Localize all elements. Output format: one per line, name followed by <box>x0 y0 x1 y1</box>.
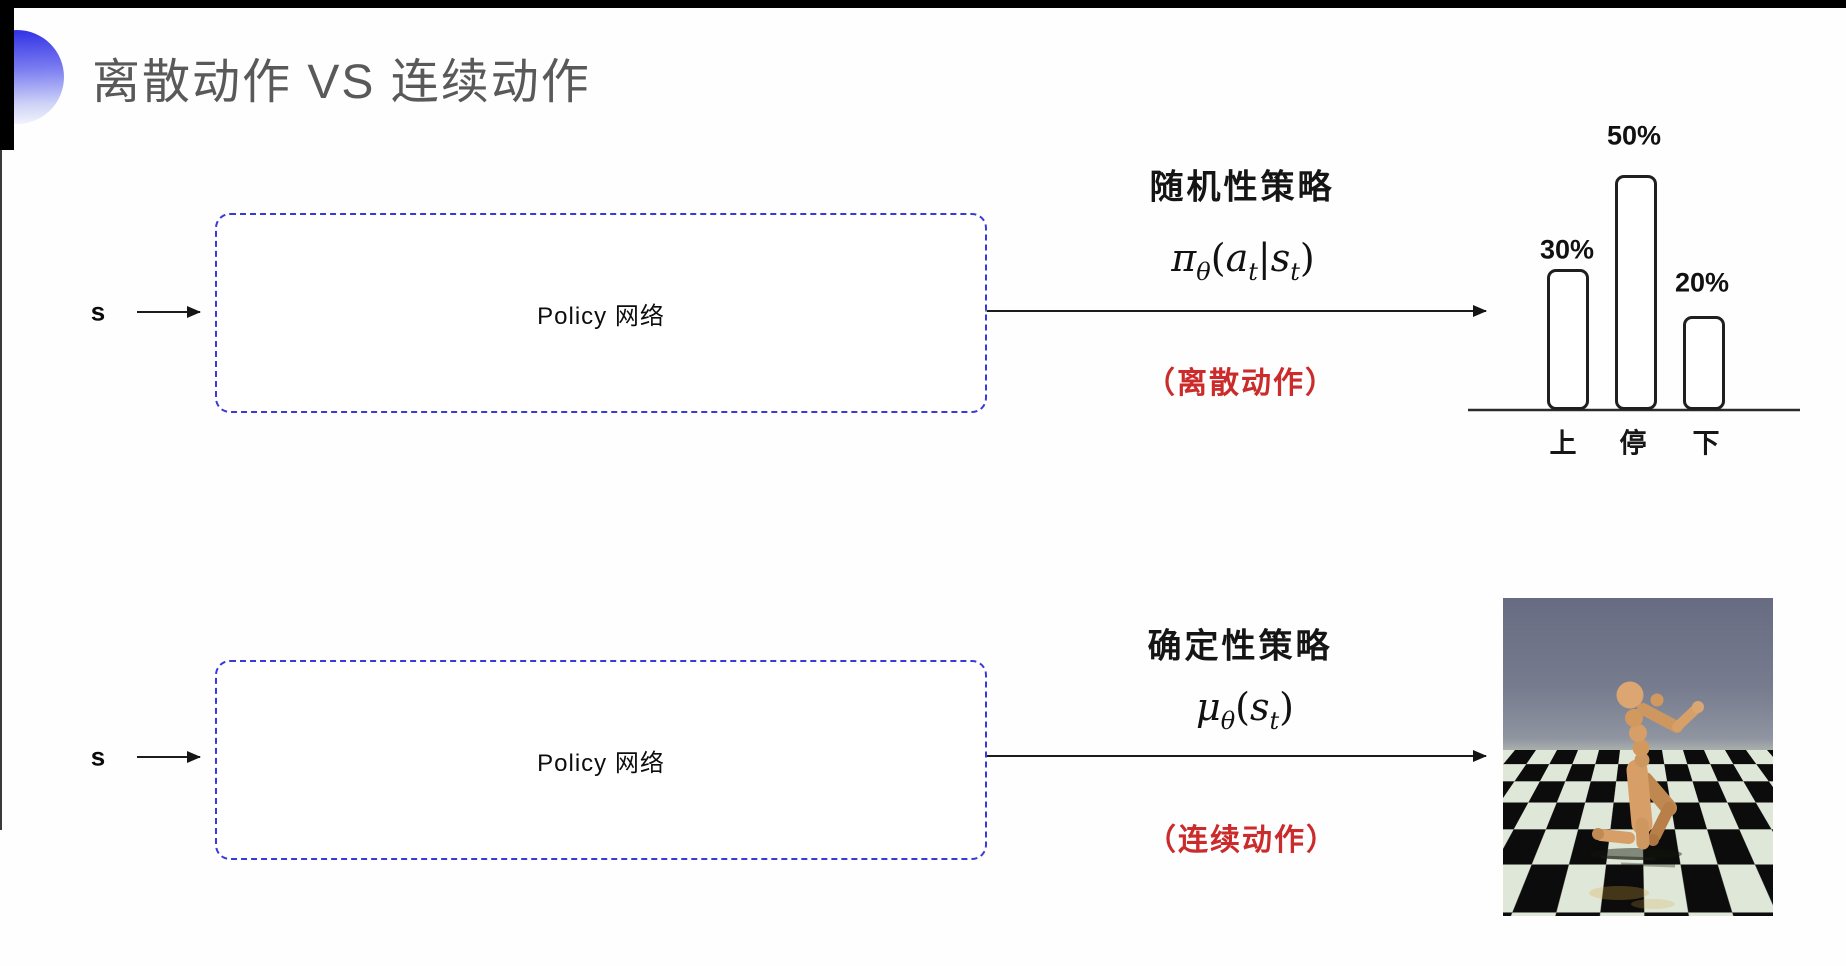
formula-arg2-sub: t <box>1290 258 1300 286</box>
formula-arg2: s <box>1271 236 1291 280</box>
state-input-label-bottom: s <box>91 742 105 773</box>
bar-value-label-up: 30% <box>1540 235 1594 266</box>
formula-arg2-sub: t <box>1270 707 1280 735</box>
bar-down <box>1683 316 1725 410</box>
policy-network-box-bottom: Policy 网络 <box>215 660 987 860</box>
formula-open-paren: ( <box>1235 685 1250 729</box>
formula-symbol: π <box>1171 236 1196 280</box>
discrete-action-note: （离散动作） <box>1145 358 1337 402</box>
bar-up <box>1547 269 1589 410</box>
formula-symbol-sub: θ <box>1221 707 1235 735</box>
bar-value-label-down: 20% <box>1675 268 1729 299</box>
bar-stop <box>1615 175 1657 410</box>
policy-network-label-bottom: Policy 网络 <box>537 743 665 778</box>
formula-symbol-sub: θ <box>1196 258 1210 286</box>
formula-open-paren: ( <box>1211 236 1226 280</box>
page-title: 离散动作 VS 连续动作 <box>92 42 591 112</box>
formula-arg1-sub: t <box>1248 258 1258 286</box>
formula-arg1: a <box>1226 236 1249 280</box>
bar-value-label-stop: 50% <box>1607 121 1661 152</box>
deterministic-policy-title: 确定性策略 <box>1148 619 1333 668</box>
policy-network-label-top: Policy 网络 <box>537 296 665 331</box>
formula-close-paren: ) <box>1300 236 1315 280</box>
stochastic-policy-title: 随机性策略 <box>1150 160 1335 209</box>
policy-network-box-top: Policy 网络 <box>215 213 987 413</box>
formula-symbol: μ <box>1196 685 1221 729</box>
frame-edge-left <box>0 0 14 150</box>
formula-arg2: s <box>1250 685 1270 729</box>
frame-edge-top <box>0 0 1846 8</box>
deterministic-policy-formula: μθ(st) <box>1196 685 1294 735</box>
bar-category-down: 下 <box>1693 422 1720 461</box>
frame-edge-left-thin <box>0 150 2 830</box>
continuous-action-note: （连续动作） <box>1146 815 1338 859</box>
state-input-label-top: s <box>91 297 105 328</box>
humanoid-robot-image <box>1503 598 1773 916</box>
stochastic-policy-formula: πθ(at|st) <box>1171 236 1314 286</box>
formula-close-paren: ) <box>1279 685 1294 729</box>
humanoid-robot-figure <box>1503 598 1773 916</box>
bar-category-stop: 停 <box>1620 422 1647 461</box>
bar-category-up: 上 <box>1550 422 1577 461</box>
formula-separator: | <box>1258 236 1271 280</box>
